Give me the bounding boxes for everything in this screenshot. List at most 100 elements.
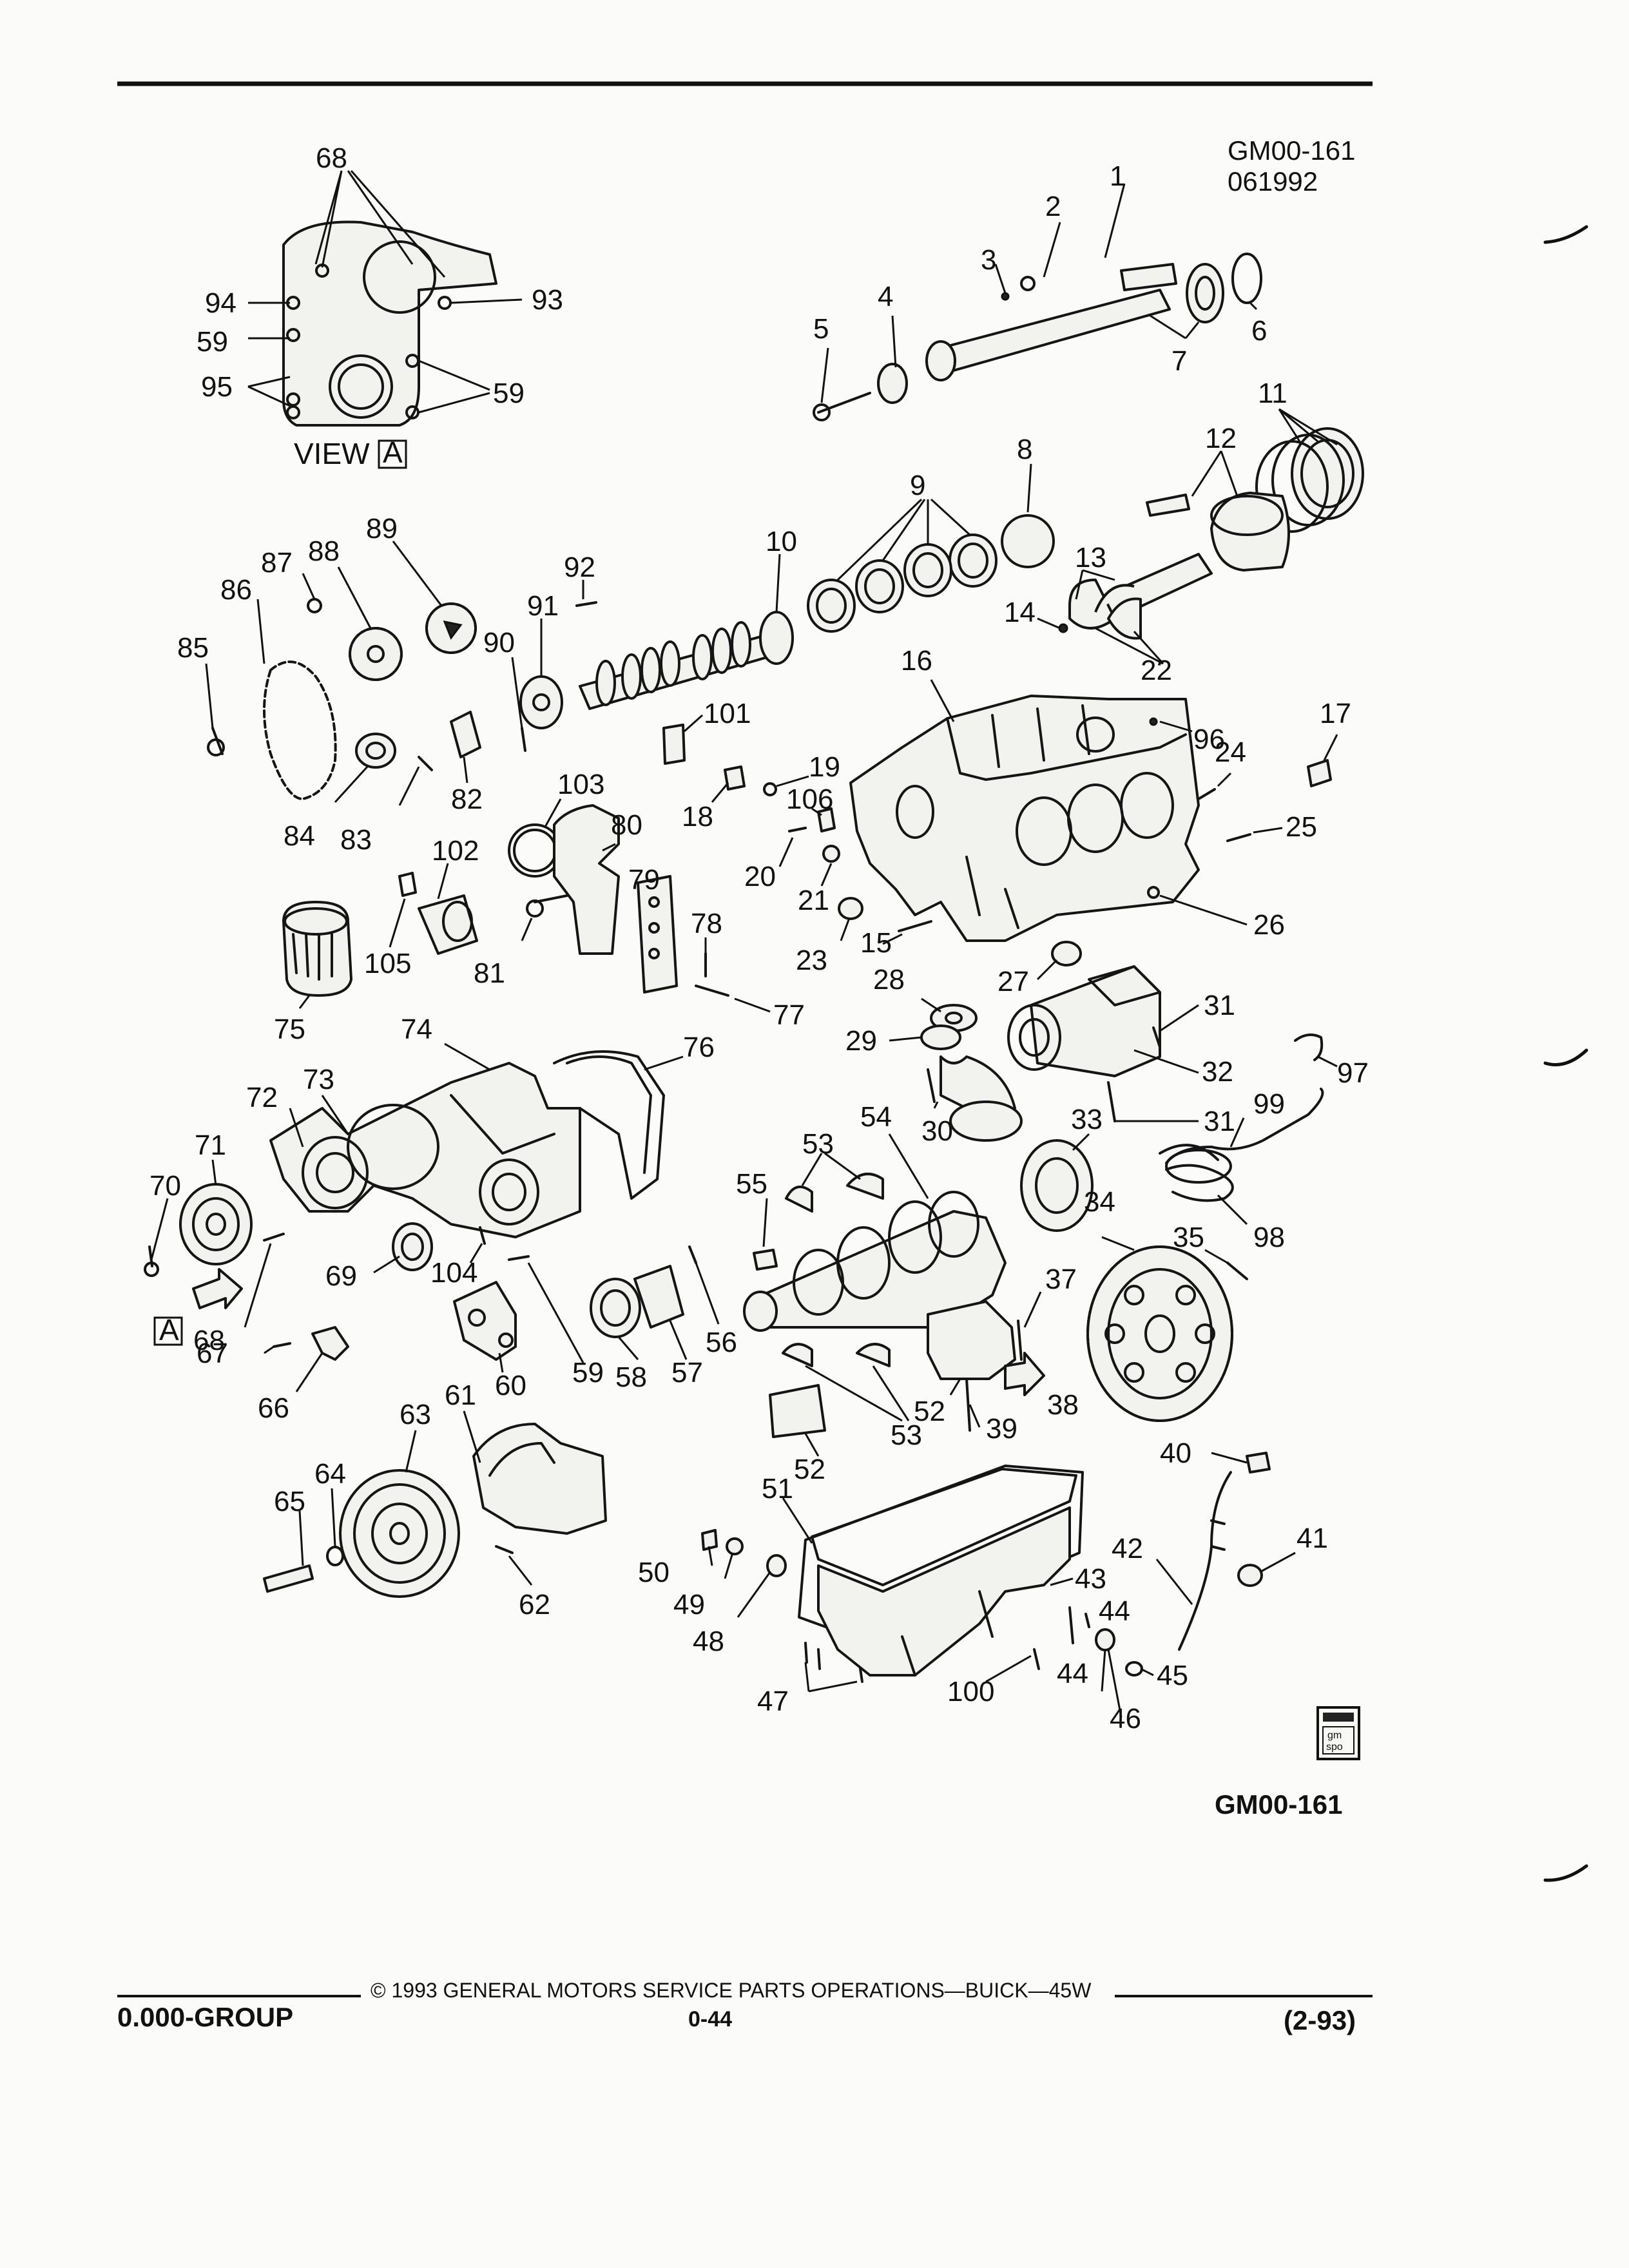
wiring-harness xyxy=(1159,1033,1338,1225)
camshaft xyxy=(579,553,794,710)
callout-46: 46 xyxy=(1110,1703,1141,1735)
view-label: VIEW xyxy=(294,437,370,470)
callout-4: 4 xyxy=(878,281,893,312)
timing-cover-view-a xyxy=(247,170,523,427)
callout-85: 85 xyxy=(177,632,209,664)
cam-bearings xyxy=(807,463,1055,633)
callout-77: 77 xyxy=(773,999,805,1031)
callout-59a: 59 xyxy=(197,326,228,358)
callout-82: 82 xyxy=(451,783,483,815)
footer-revision: (2-93) xyxy=(1284,2005,1356,2035)
footer-page: 0-44 xyxy=(688,2007,732,2032)
callout-88: 88 xyxy=(308,535,340,567)
callout-11: 11 xyxy=(1258,378,1287,409)
callout-20: 20 xyxy=(744,861,776,892)
callout-27: 27 xyxy=(998,966,1029,997)
callout-44: 44 xyxy=(1099,1595,1130,1627)
callout-63: 63 xyxy=(400,1399,431,1430)
callout-31: 31 xyxy=(1204,990,1235,1021)
callout-73: 73 xyxy=(303,1064,334,1095)
callout-48: 48 xyxy=(693,1626,724,1657)
callout-3: 3 xyxy=(981,244,996,276)
view-letter: A xyxy=(383,436,403,469)
binding-mark xyxy=(1543,1864,1588,1882)
callout-81: 81 xyxy=(474,957,505,989)
relief-valve xyxy=(695,937,771,1013)
callout-28: 28 xyxy=(873,964,905,995)
callout-76: 76 xyxy=(683,1032,715,1063)
balance-shaft-assembly xyxy=(813,253,1262,421)
callout-40: 40 xyxy=(1160,1437,1191,1469)
callout-2: 2 xyxy=(1045,191,1061,222)
piston-assembly xyxy=(1037,408,1364,665)
callout-105: 105 xyxy=(364,948,411,979)
callout-68a: 68 xyxy=(193,1325,225,1356)
callout-64: 64 xyxy=(314,1458,346,1490)
figure-code: GM00-161 xyxy=(1215,1789,1342,1820)
callout-17: 17 xyxy=(1320,698,1351,729)
bracket-66 xyxy=(264,1326,349,1392)
callout-58: 58 xyxy=(615,1361,647,1393)
starter-motor xyxy=(1007,941,1199,1122)
main-bearing-caps xyxy=(927,1291,1045,1432)
callout-98: 98 xyxy=(1253,1222,1285,1253)
callout-92: 92 xyxy=(564,552,595,583)
callout-83: 83 xyxy=(340,824,372,856)
harmonic-balancer xyxy=(263,1430,460,1598)
callout-14: 14 xyxy=(1004,597,1036,628)
binding-mark xyxy=(1543,225,1588,244)
callout-13: 13 xyxy=(1075,542,1106,573)
callout-6: 6 xyxy=(1251,315,1267,347)
callout-10: 10 xyxy=(766,526,797,557)
logo-line1: gm xyxy=(1327,1730,1342,1741)
callout-43: 43 xyxy=(1075,1563,1106,1595)
callout-42: 42 xyxy=(1112,1533,1143,1564)
callout-50: 50 xyxy=(638,1557,670,1588)
crank-pulley xyxy=(144,1159,253,1277)
tensioner-60 xyxy=(453,1255,584,1373)
inset-marker-box xyxy=(153,1316,183,1346)
callout-59b: 59 xyxy=(493,378,525,409)
callout-9: 9 xyxy=(910,470,925,501)
crankshaft-assembly xyxy=(743,1133,1007,1457)
view-letter-box xyxy=(378,439,407,469)
cover-plate-57-58 xyxy=(590,1245,720,1360)
callout-29: 29 xyxy=(845,1025,877,1057)
callout-22: 22 xyxy=(1141,655,1172,686)
callout-94: 94 xyxy=(205,287,236,319)
oil-pan xyxy=(701,1465,1154,1718)
callout-55: 55 xyxy=(736,1168,767,1200)
callout-69: 69 xyxy=(325,1260,357,1292)
callout-56: 56 xyxy=(706,1327,737,1358)
callout-101: 101 xyxy=(704,698,751,729)
callout-102: 102 xyxy=(432,835,479,867)
callout-41: 41 xyxy=(1296,1523,1328,1554)
callout-95: 95 xyxy=(201,371,233,403)
header-code: GM00-161 xyxy=(1228,135,1355,166)
callout-44b: 44 xyxy=(1057,1658,1088,1689)
callout-1: 1 xyxy=(1110,160,1125,192)
callout-labels: 1 2 3 4 5 6 7 8 9 10 11 12 13 14 15 16 1… xyxy=(149,142,1369,1735)
cam-thrust-plate xyxy=(511,580,597,752)
callout-93: 93 xyxy=(532,284,563,316)
callout-90: 90 xyxy=(483,627,515,658)
callout-57: 57 xyxy=(671,1357,703,1389)
callout-53b: 53 xyxy=(891,1419,922,1451)
front-seal-hardware xyxy=(192,1222,486,1328)
callout-86: 86 xyxy=(220,574,252,606)
callout-60: 60 xyxy=(495,1370,526,1401)
callout-96: 96 xyxy=(1193,724,1225,755)
callout-12: 12 xyxy=(1205,423,1237,454)
footer-group: 0.000-GROUP xyxy=(117,2002,293,2032)
header-date-code: 061992 xyxy=(1228,166,1318,197)
callout-15: 15 xyxy=(860,927,892,959)
callout-23: 23 xyxy=(796,945,827,976)
engine-block xyxy=(849,679,1338,942)
callout-38: 38 xyxy=(1047,1389,1079,1421)
callout-19: 19 xyxy=(809,751,840,783)
callout-33: 33 xyxy=(1071,1104,1103,1135)
callout-39: 39 xyxy=(986,1413,1017,1445)
callout-72: 72 xyxy=(246,1082,278,1113)
